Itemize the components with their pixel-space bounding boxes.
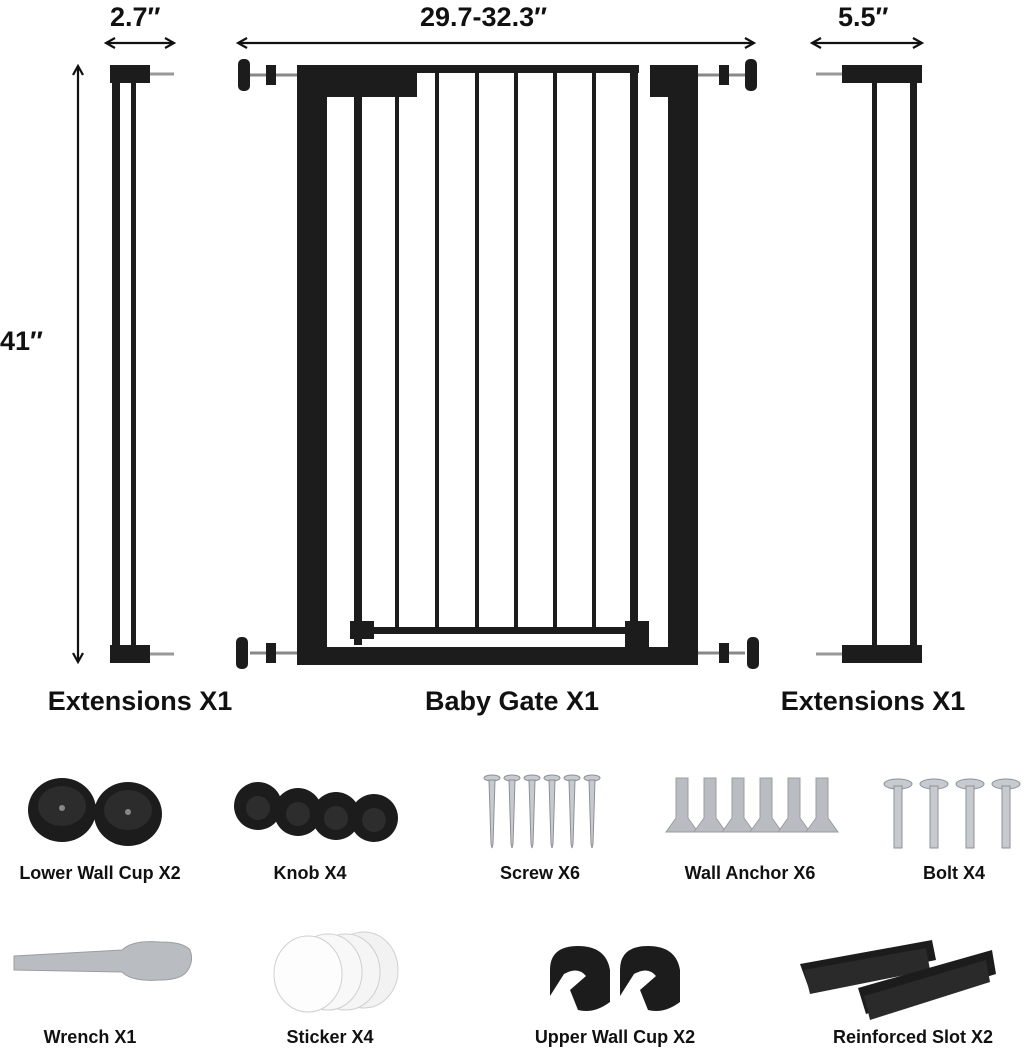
left-extension-image: [110, 65, 174, 663]
wrench-icon: [13, 941, 193, 981]
reinforced-slot-label: Reinforced Slot X2: [832, 1027, 994, 1047]
baby-gate-image: [236, 59, 759, 669]
lower-wall-cup-icon: [28, 778, 162, 846]
lower-wall-cup-label: Lower Wall Cup X2: [19, 863, 181, 883]
bolt-icon: [883, 778, 1021, 849]
sticker-label: Sticker X4: [286, 1027, 374, 1047]
left-extension-width-label: 2.7″: [110, 2, 161, 32]
left-extension-label: Extensions X1: [47, 686, 233, 716]
right-extension-width-label: 5.5″: [838, 2, 889, 32]
bolt-label: Bolt X4: [922, 863, 985, 883]
wall-anchor-label: Wall Anchor X6: [684, 863, 816, 883]
height-label: 41″: [0, 326, 43, 356]
right-extension-label: Extensions X1: [780, 686, 966, 716]
screw-icon: [483, 774, 601, 849]
knob-label: Knob X4: [273, 863, 347, 883]
baby-gate-label: Baby Gate X1: [424, 686, 600, 716]
wall-anchor-icon: [665, 777, 839, 833]
screw-label: Screw X6: [499, 863, 581, 883]
gate-width-label: 29.7-32.3″: [420, 2, 548, 32]
upper-wall-cup-label: Upper Wall Cup X2: [534, 1027, 696, 1047]
wrench-label: Wrench X1: [43, 1027, 137, 1047]
sticker-icon: [273, 931, 399, 1013]
reinforced-slot-icon: [800, 940, 996, 1020]
dimension-arrows: [0, 0, 1024, 700]
right-extension-image: [816, 65, 922, 663]
knob-icon: [234, 782, 398, 842]
upper-wall-cup-icon: [550, 946, 680, 1011]
